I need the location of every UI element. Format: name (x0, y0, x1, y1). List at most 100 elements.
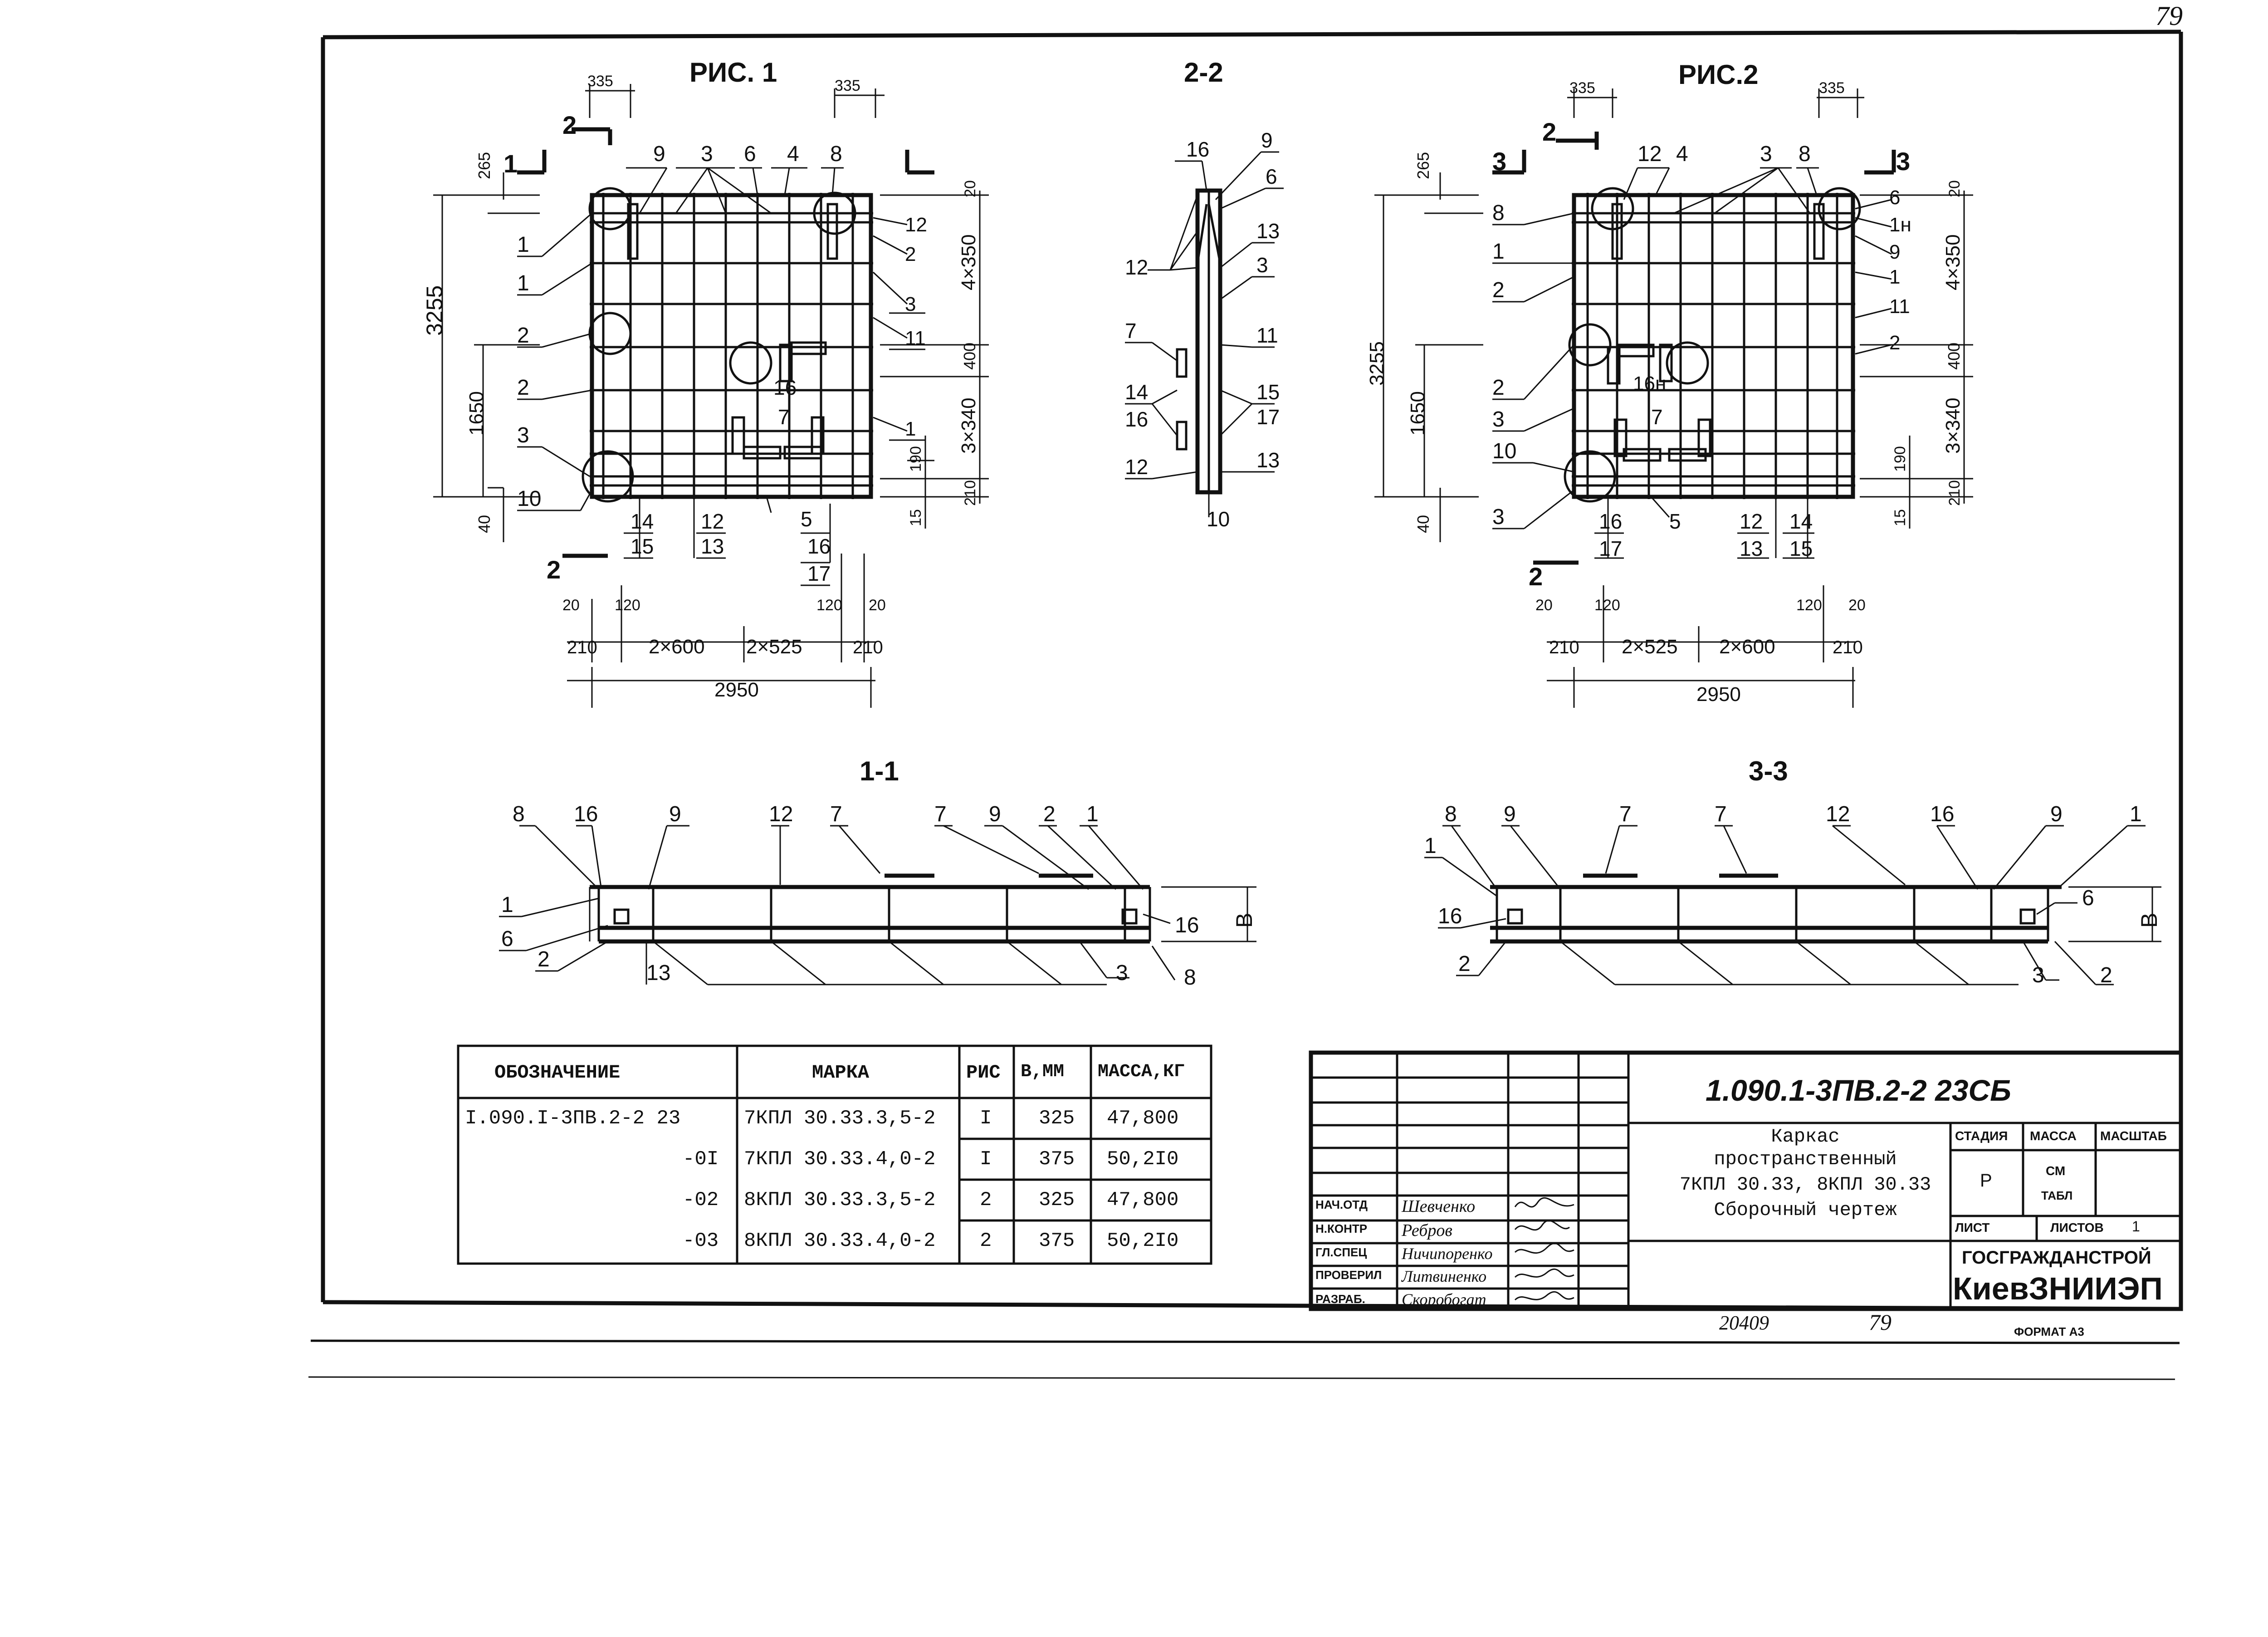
footer-page-number: 79 (1869, 1309, 1892, 1335)
sec22-callout-left-5: 12 (1125, 455, 1148, 479)
sec11-callout-bottom-2: 8 (1184, 966, 1196, 990)
drawing-title: Каркас пространственный 7КПЛ 30.33, 8КПЛ… (1669, 1125, 1941, 1221)
fig2-callout-right-5: 2 (1889, 332, 1900, 354)
sec11-callout-top-2: 9 (669, 802, 681, 826)
sec33-callout-left-1: 16 (1438, 904, 1462, 928)
spec-cell-b: 325 (1039, 1107, 1075, 1130)
fig2-callout-bottom-0: 16 (1599, 510, 1622, 533)
mass-value-2: ТАБЛ (2041, 1189, 2073, 1202)
fig1-callout-top-2: 6 (744, 142, 756, 166)
fig2-callout-left-0: 8 (1492, 201, 1505, 225)
spec-cell-mass: 47,800 (1107, 1107, 1179, 1130)
sec22-callout-right-6: 17 (1256, 405, 1280, 429)
drawing-title-line: 7КПЛ 30.33, 8КПЛ 30.33 (1679, 1174, 1931, 1196)
sec22-callout-right-0: 9 (1261, 128, 1273, 152)
sec33-callout-top-0: 8 (1445, 802, 1457, 826)
sheet-label: ЛИСТ (1955, 1220, 1990, 1235)
fig2-section-mark-3: 2 (1529, 562, 1543, 591)
sec11-callout-top-0: 8 (513, 802, 525, 826)
fig2-dim-bottom-small-2: 120 (1796, 597, 1822, 614)
sec11-callout-top-8: 1 (1086, 802, 1099, 826)
fig1-callout-left-4: 3 (517, 423, 529, 447)
sec33-callout-bottom-0: 3 (2032, 963, 2044, 987)
fig1-total-width: 2950 (714, 679, 759, 701)
mass-label: МАССА (2030, 1129, 2077, 1143)
fig1-callout-right-4: 1 (905, 418, 916, 440)
sec33-dim: В (2136, 913, 2162, 928)
spec-header-b: В,ММ (1021, 1062, 1065, 1082)
spec-cell-mark: 7КПЛ 30.33.3,5-2 (744, 1107, 936, 1130)
fig1-section-mark-1: 1 (503, 149, 518, 178)
sec11-callout-left-0: 1 (501, 893, 513, 917)
sec11-callout-left-1: 6 (501, 927, 513, 951)
fig2-callout-right-3: 1 (1889, 266, 1900, 288)
stage-value: Р (1980, 1171, 1992, 1191)
fig2-callout-top-3: 8 (1799, 142, 1811, 166)
drawing-title-line: пространственный (1714, 1148, 1897, 1170)
fig1-dim-top-0: 335 (587, 73, 613, 90)
sec33-callout-left-0: 1 (1424, 834, 1437, 858)
org-name-2: КиевЗНИИЭП (1953, 1271, 2163, 1306)
fig2-dim-bottom-small-0: 20 (1535, 597, 1553, 614)
fig1-callout-top-3: 4 (787, 142, 799, 166)
sheets-label: ЛИСТОВ (2050, 1220, 2104, 1235)
sec11-callout-top-3: 12 (769, 802, 793, 826)
fig2-dim-bottom-2: 2×600 (1719, 636, 1775, 658)
fig2-callout-bottom-2: 5 (1669, 510, 1681, 533)
fig1-callout-top-0: 9 (653, 142, 665, 166)
sec11-callout-right: 16 (1175, 913, 1199, 937)
fig2-callout-right-0: 6 (1889, 186, 1900, 209)
spec-cell-designation: I.090.I-3ПВ.2-2 23 (465, 1107, 681, 1130)
sec11-dim: В (1232, 913, 1257, 928)
fig2-dim-right-4: 190 (1892, 446, 1909, 472)
spec-cell-fig: I (980, 1148, 992, 1171)
sec33-callout-left-2: 2 (1458, 952, 1471, 976)
fig1-dim-bottom-1: 2×600 (649, 636, 705, 658)
person-name: Ребров (1402, 1221, 1452, 1240)
spec-cell-fig: I (980, 1107, 992, 1130)
spec-cell-designation: -02 (683, 1189, 719, 1211)
fig2-callout-inner-0: 16н (1633, 372, 1666, 395)
spec-cell-b: 375 (1039, 1230, 1075, 1252)
sec11-callout-top-5: 7 (934, 802, 947, 826)
fig2-dim-bottom-0: 210 (1549, 637, 1579, 657)
fig1-callout-left-3: 2 (517, 376, 529, 400)
spec-cell-mass: 47,800 (1107, 1189, 1179, 1211)
fig2-dim-right-0: 20 (1946, 180, 1963, 197)
fig2-dim-right-6: 210 (1946, 480, 1963, 506)
role-label: ПРОВЕРИЛ (1315, 1268, 1382, 1282)
fig1-dim-right-2: 400 (960, 343, 979, 370)
fig1-callout-right-1: 2 (905, 243, 916, 265)
fig1-callout-bottom-2: 12 (701, 510, 724, 533)
sec11-callout-top-7: 2 (1043, 802, 1056, 826)
fig1-dim-right-1: 4×350 (958, 234, 980, 290)
fig1-dim-bottom-small-3: 20 (869, 597, 886, 614)
sec22-callout-right-5: 15 (1256, 380, 1280, 404)
sec33-callout-top-4: 12 (1826, 802, 1850, 826)
sheets-value: 1 (2132, 1218, 2140, 1235)
fig1-callout-left-0: 1 (517, 233, 529, 257)
title-block-grid (1309, 1050, 2183, 1311)
fig2-callout-top-0: 12 (1637, 142, 1662, 166)
fig2-section-mark-2: 3 (1896, 147, 1910, 176)
spec-cell-mark: 7КПЛ 30.33.4,0-2 (744, 1148, 936, 1171)
fig1-dim-bottom-3: 210 (853, 637, 883, 657)
sec11-callout-top-1: 16 (574, 802, 598, 826)
fig2-dim-left-3: 40 (1414, 515, 1432, 533)
spec-cell-mark: 8КПЛ 30.33.3,5-2 (744, 1189, 936, 1211)
scale-label: МАСШТАБ (2100, 1129, 2167, 1143)
spec-cell-mass: 50,2I0 (1107, 1148, 1179, 1171)
sec33-callout-top-2: 7 (1619, 802, 1632, 826)
fig2-dim-left-0: 265 (1414, 152, 1432, 179)
fig2-callout-right-2: 9 (1889, 241, 1900, 263)
fig1-dim-left-1: 3255 (422, 285, 447, 336)
fig1-callout-bottom-3: 13 (701, 534, 724, 558)
spec-cell-b: 325 (1039, 1189, 1075, 1211)
fig1-callout-left-1: 1 (517, 271, 529, 295)
sec33-callout-top-7: 1 (2130, 802, 2142, 826)
sec22-callout-left-0: 16 (1186, 137, 1209, 161)
sec22-callout-left-1: 12 (1125, 255, 1148, 279)
sec33-callout-top-1: 9 (1504, 802, 1516, 826)
fig2-section-mark-1: 2 (1542, 118, 1556, 146)
fig2-callout-left-6: 3 (1492, 505, 1505, 529)
